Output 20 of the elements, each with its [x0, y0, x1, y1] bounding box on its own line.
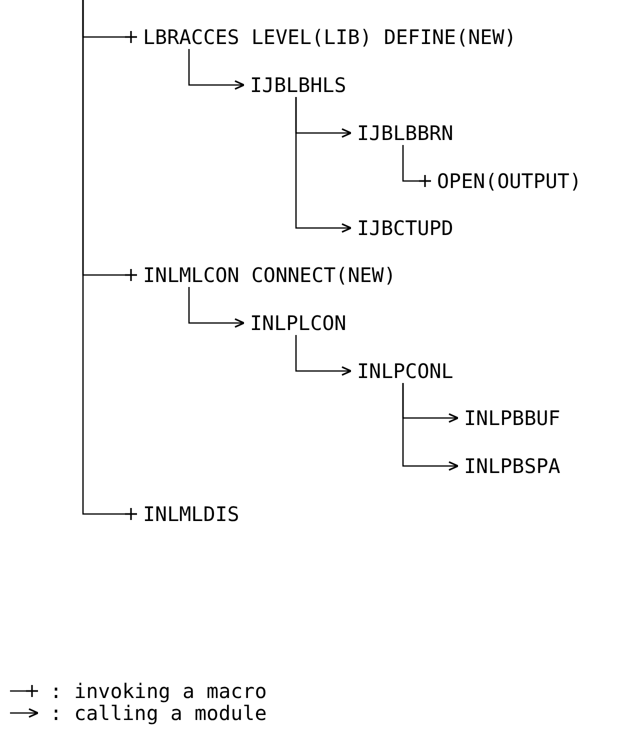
module-name: INLPCONL — [357, 359, 454, 383]
macro-connector — [82, 0, 138, 521]
legend-text: : invoking a macro — [50, 680, 267, 702]
module-name: IJBCTUPD — [357, 216, 454, 240]
module-name: IJBLBBRN — [357, 121, 454, 145]
call-arrow — [295, 97, 352, 233]
module-name: LBRACCES LEVEL(LIB) DEFINE(NEW) — [143, 25, 516, 49]
module-name: IJBLBHLS — [250, 73, 346, 97]
legend-text: : calling a module — [50, 702, 267, 724]
macro-connector — [402, 145, 432, 188]
module-name: INLPBBUF — [464, 406, 560, 430]
call-arrow — [188, 49, 245, 90]
module-name: INLPLCON — [250, 311, 346, 335]
module-name: INLPBSPA — [464, 454, 560, 478]
call-arrow — [188, 287, 245, 328]
module-name: INLMLDIS — [143, 502, 240, 526]
call-arrow — [295, 335, 352, 376]
module-name: INLMLCON CONNECT(NEW) — [143, 263, 396, 287]
module-name: OPEN(OUTPUT) — [437, 169, 582, 193]
call-arrow — [402, 383, 459, 471]
